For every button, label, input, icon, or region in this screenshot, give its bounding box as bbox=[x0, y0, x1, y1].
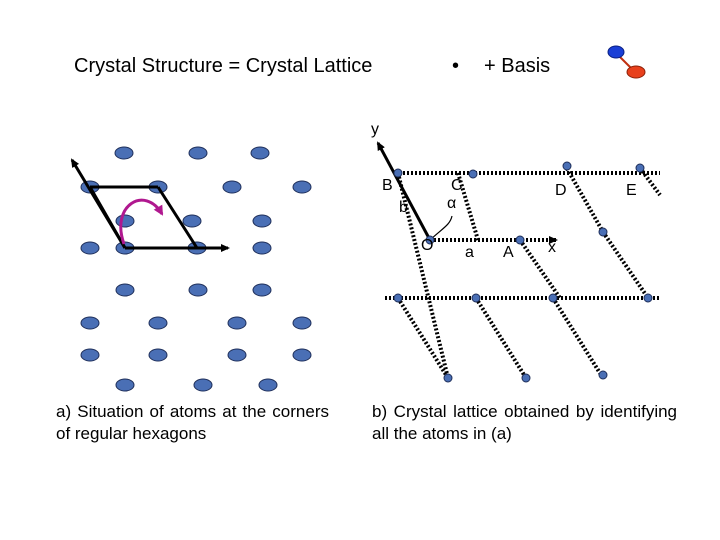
label-alpha: α bbox=[447, 195, 457, 212]
basis-molecule bbox=[607, 45, 646, 79]
label-O: O bbox=[421, 237, 434, 254]
basis-atom-blue bbox=[607, 45, 625, 59]
atom bbox=[80, 348, 100, 362]
atom bbox=[188, 146, 208, 160]
atom bbox=[115, 214, 135, 228]
label-x: x bbox=[548, 239, 556, 256]
label-A: A bbox=[503, 244, 514, 261]
atom bbox=[252, 241, 272, 255]
label-B: B bbox=[382, 177, 393, 194]
unit-cell-a bbox=[70, 158, 230, 252]
caption-a: a) Situation of atoms at the corners of … bbox=[56, 402, 329, 443]
atom bbox=[80, 316, 100, 330]
label-C: C bbox=[451, 177, 463, 194]
atom bbox=[193, 378, 213, 392]
rotation-arc-arrow bbox=[119, 198, 164, 245]
atom bbox=[292, 348, 312, 362]
atom bbox=[292, 180, 312, 194]
vector-a2-arrow bbox=[70, 158, 127, 249]
basis-atom-red bbox=[626, 65, 646, 79]
atom bbox=[148, 316, 168, 330]
hexagonal-atom-array bbox=[80, 146, 312, 392]
label-D: D bbox=[555, 182, 567, 199]
atom bbox=[222, 180, 242, 194]
atom bbox=[115, 378, 135, 392]
lattice-points bbox=[393, 161, 653, 383]
y-axis-arrow bbox=[376, 141, 432, 241]
atom bbox=[115, 283, 135, 297]
atom bbox=[252, 214, 272, 228]
atom bbox=[252, 283, 272, 297]
atom bbox=[148, 348, 168, 362]
title-plus-basis: + Basis bbox=[484, 55, 551, 77]
title-crystal-structure: Crystal Structure = Crystal Lattice bbox=[74, 55, 373, 77]
title-bullet: • bbox=[452, 55, 460, 77]
atom bbox=[227, 348, 247, 362]
lattice-point-B bbox=[393, 168, 403, 178]
atom bbox=[182, 214, 202, 228]
label-E: E bbox=[626, 182, 637, 199]
label-a: a bbox=[465, 244, 474, 261]
atom bbox=[250, 146, 270, 160]
atom bbox=[258, 378, 278, 392]
label-b: b bbox=[399, 199, 408, 216]
atom bbox=[114, 146, 134, 160]
atom bbox=[80, 241, 100, 255]
lattice-point-O bbox=[425, 235, 435, 245]
label-y: y bbox=[371, 121, 379, 138]
crystal-lattice bbox=[376, 141, 662, 383]
caption-b: b) Crystal lattice obtained by identifyi… bbox=[372, 402, 677, 443]
atom bbox=[188, 283, 208, 297]
atom bbox=[227, 316, 247, 330]
atom bbox=[292, 316, 312, 330]
